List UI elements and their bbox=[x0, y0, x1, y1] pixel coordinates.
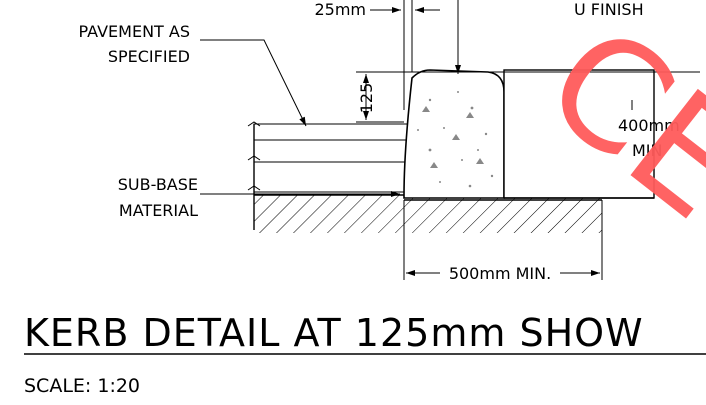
drawing-title: KERB DETAIL AT 125mm SHOW bbox=[24, 311, 644, 355]
subbase-label-1: SUB-BASE bbox=[118, 175, 198, 194]
dim-kerb-height: 125 bbox=[357, 83, 376, 114]
pavement-label-1: PAVEMENT AS bbox=[79, 22, 190, 41]
dimension-lines bbox=[356, 0, 700, 280]
finish-label: U FINISH bbox=[574, 0, 644, 19]
scale-note: SCALE: 1:20 bbox=[24, 375, 140, 397]
subbase-hatch bbox=[254, 194, 602, 233]
min-width-label-1: 400mm bbox=[618, 116, 680, 135]
pavement-label-2: SPECIFIED bbox=[108, 47, 190, 66]
leader-lines bbox=[200, 39, 400, 197]
kerb-section bbox=[403, 69, 655, 199]
min-width-label-2: MIN bbox=[632, 141, 663, 160]
dim-top-offset: 25mm bbox=[314, 0, 366, 19]
dim-base-width: 500mm MIN. bbox=[449, 264, 551, 283]
subbase-label-2: MATERIAL bbox=[119, 201, 198, 220]
